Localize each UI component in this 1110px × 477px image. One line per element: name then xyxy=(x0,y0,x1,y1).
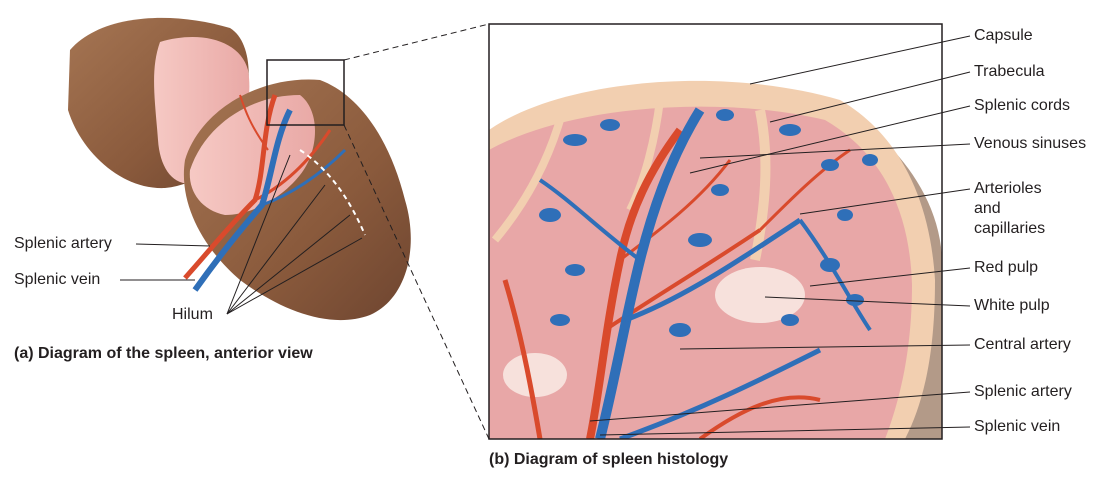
caption-panel-a: (a) Diagram of the spleen, anterior view xyxy=(14,345,313,363)
label-trabecula: Trabecula xyxy=(974,63,1045,81)
label-splenic-artery-a: Splenic artery xyxy=(14,235,112,253)
label-white-pulp: White pulp xyxy=(974,297,1050,315)
label-arterioles-line3: capillaries xyxy=(974,220,1045,238)
label-red-pulp: Red pulp xyxy=(974,259,1038,277)
label-arterioles-line1: Arterioles xyxy=(974,180,1042,198)
label-central-artery: Central artery xyxy=(974,336,1071,354)
label-splenic-artery-b: Splenic artery xyxy=(974,383,1072,401)
caption-panel-b: (b) Diagram of spleen histology xyxy=(489,451,728,469)
label-splenic-vein-a: Splenic vein xyxy=(14,271,100,289)
label-hilum: Hilum xyxy=(172,306,213,324)
zoom-connector-top xyxy=(344,24,489,60)
label-capsule: Capsule xyxy=(974,27,1033,45)
label-venous-sinuses: Venous sinuses xyxy=(974,135,1086,153)
label-arterioles-line2: and xyxy=(974,200,1001,218)
spleen-illustration xyxy=(68,18,411,320)
label-splenic-vein-b: Splenic vein xyxy=(974,418,1060,436)
histology-illustration xyxy=(489,24,942,439)
label-splenic-cords: Splenic cords xyxy=(974,97,1070,115)
